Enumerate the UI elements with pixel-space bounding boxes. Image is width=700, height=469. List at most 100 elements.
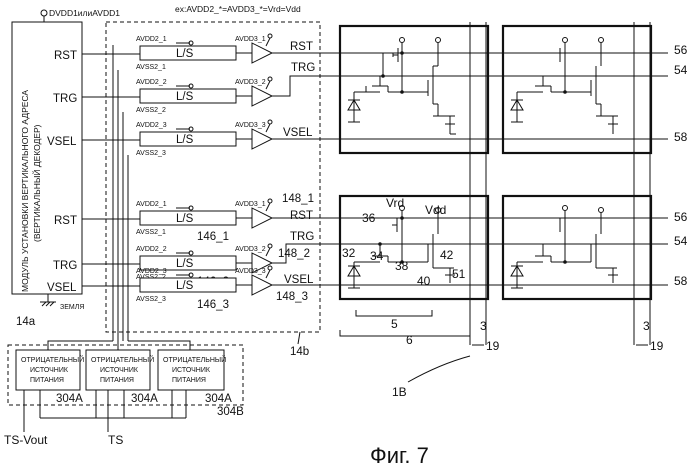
avss2-label: AVSS2_1 (136, 229, 166, 236)
driver-stage-2: AVDD2_2 L/S AVSS2_2 AVDD3_2 TRG (82, 62, 340, 114)
pixel-labels: Vrd Vdd 36 32 34 38 42 51 40 56 54 58 56… (340, 43, 688, 399)
vertical-address-module: МОДУЛЬ УСТАНОВКИ ВЕРТИКАЛЬНОГО АДРЕСА (В… (12, 22, 84, 328)
negative-supply-1: ОТРИЦАТЕЛЬНЫЙ ИСТОЧНИК ПИТАНИЯ (16, 350, 84, 390)
avdd3-terminal (268, 120, 272, 124)
supply-text-3: ПИТАНИЯ (30, 377, 64, 384)
supply-text-3: ПИТАНИЯ (172, 377, 206, 384)
supply-group-ref: 304B (217, 406, 244, 418)
supply-terminal (41, 10, 47, 16)
avdd3-terminal (268, 266, 272, 270)
supply-ref-2: 304A (131, 393, 158, 405)
avdd3-label: AVDD3_3 (235, 122, 266, 129)
supply-text-2: ИСТОЧНИК (100, 367, 139, 374)
pixel-circuit-tr (511, 38, 618, 135)
bus-wires (113, 45, 128, 341)
supply-ref-1: 304A (56, 393, 83, 405)
pixel-circuit-tl (348, 38, 456, 135)
supply-label: DVDD1илиAVDD1 (49, 8, 120, 18)
avdd3-wire (266, 248, 270, 256)
avdd3-terminal (268, 244, 272, 248)
buffer-ref: 148_3 (276, 291, 308, 303)
avdd3-terminal (268, 34, 272, 38)
output-label: TRG (290, 231, 314, 243)
row-label-vsel-2: VSEL (47, 282, 77, 294)
supply-text-1: ОТРИЦАТЕЛЬНЫЙ (21, 355, 84, 364)
ref-51: 51 (452, 267, 466, 281)
pixel-cell-top-left (340, 26, 488, 153)
avss2-label: AVSS2_1 (136, 64, 166, 71)
ref-19-right: 19 (650, 339, 664, 353)
ref-36: 36 (362, 211, 376, 225)
ref-58a: 58 (674, 130, 688, 144)
row-label-trg-2: TRG (53, 260, 77, 272)
negative-supply-2: ОТРИЦАТЕЛЬНЫЙ ИСТОЧНИК ПИТАНИЯ (86, 350, 154, 390)
avdd3-label: AVDD3_3 (235, 268, 266, 275)
module-title-line1: МОДУЛЬ УСТАНОВКИ ВЕРТИКАЛЬНОГО АДРЕСА (20, 90, 30, 292)
row-label-trg-1: TRG (53, 93, 77, 105)
output-label: TRG (291, 62, 315, 74)
ts-label: TS (108, 433, 123, 447)
ref-5: 5 (391, 317, 398, 331)
avdd2-label: AVDD2_2 (136, 79, 167, 86)
avdd2-label: AVDD2_1 (136, 201, 167, 208)
supply-text-2: ИСТОЧНИК (172, 367, 211, 374)
ls-label: L/S (176, 258, 194, 270)
ref-3-right: 3 (643, 319, 650, 333)
ref-3-left: 3 (480, 319, 487, 333)
avdd2-label: AVDD2_2 (136, 246, 167, 253)
row-label-vsel-1: VSEL (47, 136, 77, 148)
row-label-rst-2: RST (54, 215, 77, 227)
vdd-label: Vdd (425, 203, 446, 217)
row-label-rst-1: RST (54, 50, 77, 62)
driver-stage-6: AVDD2_3 L/S AVSS2_3 146_3 AVDD3_3 VSEL 1… (82, 266, 340, 311)
output-label: VSEL (283, 127, 313, 139)
avdd3-wire (266, 38, 270, 46)
output-buffer (252, 43, 272, 63)
output-label: VSEL (284, 274, 314, 286)
ref-1b: 1B (392, 385, 407, 399)
avdd2-label: AVDD2_1 (136, 36, 167, 43)
avdd3-label: AVDD3_2 (235, 246, 266, 253)
output-buffer (252, 208, 272, 228)
column-wires (470, 22, 650, 345)
avdd2-label: AVDD2_3 (136, 268, 167, 275)
avdd3-terminal (268, 199, 272, 203)
leader-1b (408, 356, 470, 382)
vrd-label: Vrd (386, 196, 404, 210)
ls-label: L/S (176, 91, 194, 103)
ref-56b: 56 (674, 210, 688, 224)
module-ref-14a: 14a (16, 316, 36, 328)
ref-56a: 56 (674, 43, 688, 57)
brace-5 (356, 310, 432, 316)
driver-stage-3: AVDD2_3 L/S AVSS2_3 AVDD3_3 VSEL (82, 120, 340, 157)
avdd3-label: AVDD3_1 (235, 36, 266, 43)
supply-to-bus-wires (48, 341, 190, 350)
driver-block-leader (298, 332, 300, 344)
ref-38: 38 (395, 259, 409, 273)
formula-label: ex:AVDD2_*=AVDD3_*=Vrd=Vdd (175, 4, 301, 14)
ref-54b: 54 (674, 234, 688, 248)
ts-vout-label: TS-Vout (4, 433, 48, 447)
avdd3-wire (266, 203, 270, 211)
ls-ref: 146_3 (197, 299, 229, 311)
ls-label: L/S (176, 213, 194, 225)
ref-58b: 58 (674, 274, 688, 288)
ls-ref: 146_1 (197, 231, 229, 243)
header: DVDD1илиAVDD1 ex:AVDD2_*=AVDD3_*=Vrd=Vdd (41, 4, 301, 22)
figure-caption: Фиг. 7 (370, 443, 429, 468)
avdd2-label: AVDD2_3 (136, 122, 167, 129)
output-buffer (252, 129, 272, 149)
module-title-line2: (ВЕРТИКАЛЬНЫЙ ДЕКОДЕР) (31, 124, 42, 242)
ref-40: 40 (417, 274, 431, 288)
ground-label: ЗЕМЛЯ (60, 304, 84, 311)
ls-label: L/S (176, 48, 194, 60)
output-wire (272, 76, 340, 96)
ref-32: 32 (342, 246, 356, 260)
ls-label: L/S (176, 134, 194, 146)
avdd3-label: AVDD3_1 (235, 201, 266, 208)
avss2-label: AVSS2_3 (136, 150, 166, 157)
ref-34: 34 (370, 249, 384, 263)
ground-icon (40, 294, 56, 306)
driver-block-ref-14b: 14b (290, 346, 309, 358)
pixel-cell-top-right (503, 26, 651, 153)
